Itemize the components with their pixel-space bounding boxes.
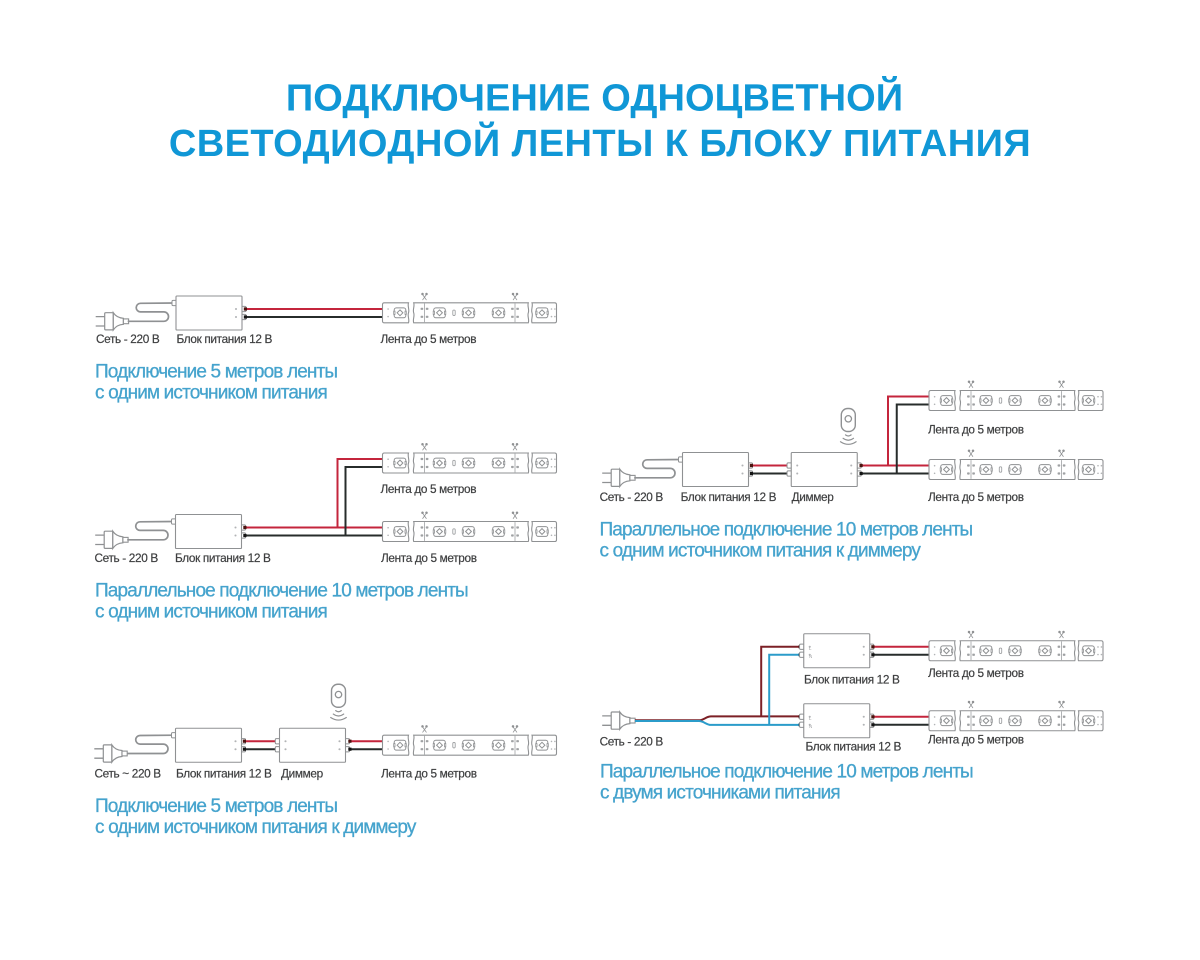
svg-text:Сеть - 220 В: Сеть - 220 В (96, 332, 160, 346)
svg-text:Блок питания 12 В: Блок питания 12 В (804, 673, 900, 687)
svg-text:с одним источником питания: с одним источником питания (95, 602, 327, 623)
svg-text:Лента до 5 метров: Лента до 5 метров (928, 666, 1024, 680)
svg-text:Сеть - 220 В: Сеть - 220 В (95, 551, 159, 565)
svg-text:Параллельное подключение 10 ме: Параллельное подключение 10 метров ленты (600, 761, 973, 782)
svg-text:Лента до 5 метров: Лента до 5 метров (928, 423, 1024, 437)
svg-text:с одним источником питания: с одним источником питания (95, 383, 327, 404)
svg-text:Сеть - 220 В: Сеть - 220 В (600, 490, 664, 504)
svg-text:СВЕТОДИОДНОЙ ЛЕНТЫ К БЛОКУ ПИТ: СВЕТОДИОДНОЙ ЛЕНТЫ К БЛОКУ ПИТАНИЯ (169, 120, 1031, 165)
svg-text:Подключение 5 метров ленты: Подключение 5 метров ленты (95, 361, 337, 382)
svg-text:Блок питания 12 В: Блок питания 12 В (176, 766, 272, 780)
svg-text:с двумя источниками питания: с двумя источниками питания (600, 783, 840, 804)
svg-text:L: L (809, 646, 812, 651)
svg-text:Лента до 5 метров: Лента до 5 метров (928, 732, 1024, 746)
svg-text:Сеть - 220 В: Сеть - 220 В (600, 735, 664, 749)
svg-text:N: N (809, 654, 812, 659)
svg-text:L: L (809, 716, 812, 721)
svg-text:Лента до 5 метров: Лента до 5 метров (928, 490, 1024, 504)
svg-text:Лента до 5 метров: Лента до 5 метров (381, 551, 477, 565)
svg-text:Лента до 5 метров: Лента до 5 метров (381, 332, 477, 346)
svg-text:с одним источником питания к д: с одним источником питания к диммеру (600, 541, 922, 562)
svg-text:Сеть ~ 220 В: Сеть ~ 220 В (95, 766, 162, 780)
svg-text:Параллельное подключение 10 ме: Параллельное подключение 10 метров ленты (95, 581, 468, 602)
svg-text:Лента до 5 метров: Лента до 5 метров (381, 766, 477, 780)
svg-text:Блок питания 12 В: Блок питания 12 В (681, 490, 777, 504)
svg-text:Блок питания 12 В: Блок питания 12 В (177, 332, 273, 346)
svg-text:N: N (809, 724, 812, 729)
svg-text:Подключение 5 метров ленты: Подключение 5 метров ленты (95, 796, 337, 817)
svg-text:ПОДКЛЮЧЕНИЕ ОДНОЦВЕТНОЙ: ПОДКЛЮЧЕНИЕ ОДНОЦВЕТНОЙ (286, 75, 903, 120)
svg-text:Блок питания 12 В: Блок питания 12 В (806, 739, 902, 753)
svg-text:Диммер: Диммер (792, 490, 835, 504)
svg-text:Параллельное подключение 10 ме: Параллельное подключение 10 метров ленты (600, 520, 973, 541)
svg-text:Блок питания 12 В: Блок питания 12 В (175, 551, 271, 565)
svg-text:Диммер: Диммер (281, 766, 324, 780)
svg-text:Лента до 5 метров: Лента до 5 метров (381, 482, 477, 496)
svg-text:с одним источником питания к д: с одним источником питания к диммеру (95, 817, 417, 838)
